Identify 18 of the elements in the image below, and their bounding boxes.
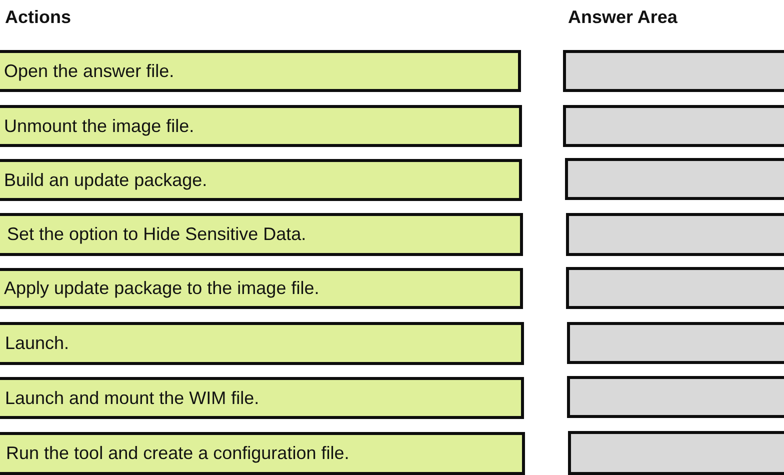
action-tile: Set the option to Hide Sensitive Data. — [0, 213, 523, 256]
answer-box — [568, 431, 784, 475]
answer-box — [563, 50, 784, 92]
answer-box — [566, 213, 784, 256]
action-tile: Build an update package. — [0, 159, 522, 201]
action-tile: Apply update package to the image file. — [0, 268, 523, 309]
action-tile: Unmount the image file. — [0, 105, 522, 147]
action-tile: Launch. — [0, 322, 524, 365]
answer-box — [563, 105, 784, 147]
action-tile: Open the answer file. — [0, 50, 521, 92]
answer-box — [567, 322, 784, 364]
answer-box — [567, 376, 784, 418]
action-tile: Launch and mount the WIM file. — [0, 377, 524, 419]
answer-box — [565, 158, 784, 200]
answer-box — [566, 267, 784, 309]
action-tile: Run the tool and create a configuration file. — [0, 432, 525, 475]
column-heading: Actions — [5, 7, 72, 28]
column-heading: Answer Area — [568, 7, 678, 28]
